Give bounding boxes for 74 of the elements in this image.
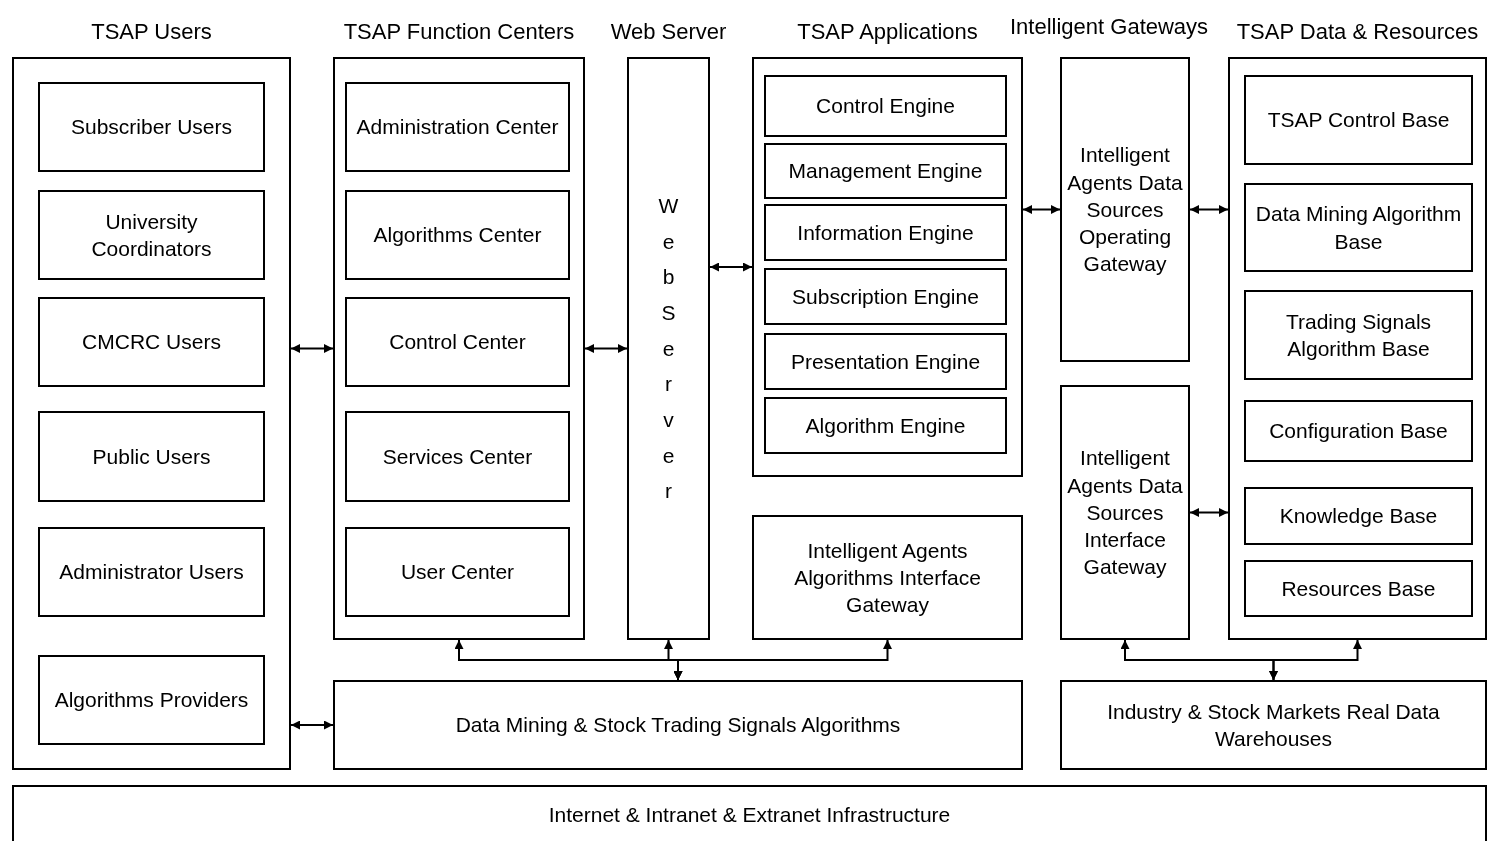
arrow [290, 720, 334, 730]
box-text: Data Mining & Stock Trading Signals Algorithms [454, 712, 902, 739]
box-text: Presentation Engine [789, 348, 982, 375]
process-box [764, 204, 1007, 261]
box-text: Intelligent Agents Data Sources Interface Gateway [1066, 445, 1184, 581]
process-box [1060, 385, 1190, 640]
box-text: Subscription Engine [791, 283, 980, 310]
process-box [38, 411, 265, 502]
box-text: Resources Base [1280, 575, 1437, 602]
process-box [764, 268, 1007, 325]
process-box [764, 333, 1007, 390]
process-box [38, 297, 265, 387]
process-box [345, 411, 570, 502]
process-box [764, 143, 1007, 199]
heading-text: TSAP Function Centers [343, 19, 575, 45]
box-text: Control Engine [815, 93, 956, 120]
box-text: Intelligent Agents Algorithms Interface Gateway [793, 537, 982, 619]
process-box [752, 515, 1023, 640]
box-text: University Coordinators [90, 208, 213, 262]
process-box [345, 527, 570, 617]
box-text: CMCRC Users [81, 329, 222, 356]
box-text: Configuration Base [1268, 418, 1449, 445]
box-text: Algorithm Engine [804, 412, 967, 439]
process-box [333, 680, 1023, 770]
box-text: Management Engine [787, 158, 984, 185]
process-box [12, 785, 1487, 841]
process-box [345, 190, 570, 280]
process-box [38, 82, 265, 172]
arrow [584, 344, 628, 353]
process-box [764, 75, 1007, 137]
process-box [1244, 487, 1473, 545]
process-box [1060, 57, 1190, 362]
arrow [1189, 205, 1229, 214]
process-box [1244, 560, 1473, 617]
box-text: Services Center [381, 443, 534, 470]
box-text: Control Center [388, 329, 527, 356]
process-box [38, 527, 265, 617]
process-box [1060, 680, 1487, 770]
heading-text: TSAP Applications [797, 19, 978, 45]
heading-text: Intelligent Gateways [1010, 14, 1209, 40]
arrow [1269, 639, 1362, 681]
box-text: Administrator Users [58, 559, 245, 586]
box-text: Trading Signals Algorithm Base [1284, 308, 1433, 362]
arrow [709, 262, 753, 272]
arrow [1022, 205, 1061, 214]
heading-text: TSAP Data & Resources [1236, 19, 1479, 45]
box-text: Public Users [91, 443, 212, 470]
process-box [1244, 75, 1473, 165]
box-text: Administration Center [355, 114, 560, 141]
box-text: Information Engine [796, 219, 975, 246]
box-text: Algorithms Center [372, 222, 543, 249]
process-box [38, 655, 265, 745]
box-text: Data Mining Algorithm Base [1254, 201, 1463, 255]
box-text: User Center [399, 559, 516, 586]
box-text: Subscriber Users [69, 114, 234, 141]
process-box [1244, 400, 1473, 462]
heading-text: TSAP Users [91, 19, 212, 45]
box-text: Internet & Intranet & Extranet Infrastructure [547, 802, 952, 829]
process-box [345, 297, 570, 387]
heading-text: Web Server [610, 19, 727, 45]
arrow [290, 344, 334, 353]
vertical-text: W e b S e r v e r [658, 192, 679, 505]
process-box [345, 82, 570, 172]
box-text: Knowledge Base [1278, 503, 1439, 530]
process-box [38, 190, 265, 280]
box-text: TSAP Control Base [1266, 107, 1451, 134]
box-text: Industry & Stock Markets Real Data Warehouses [1106, 698, 1441, 752]
box-text: Intelligent Agents Data Sources Operating Gateway [1066, 142, 1184, 278]
process-box [764, 397, 1007, 454]
arrow [1189, 508, 1229, 517]
arrow [673, 639, 892, 681]
box-text: Algorithms Providers [53, 687, 250, 714]
process-box [1244, 290, 1473, 380]
process-box [1244, 183, 1473, 272]
